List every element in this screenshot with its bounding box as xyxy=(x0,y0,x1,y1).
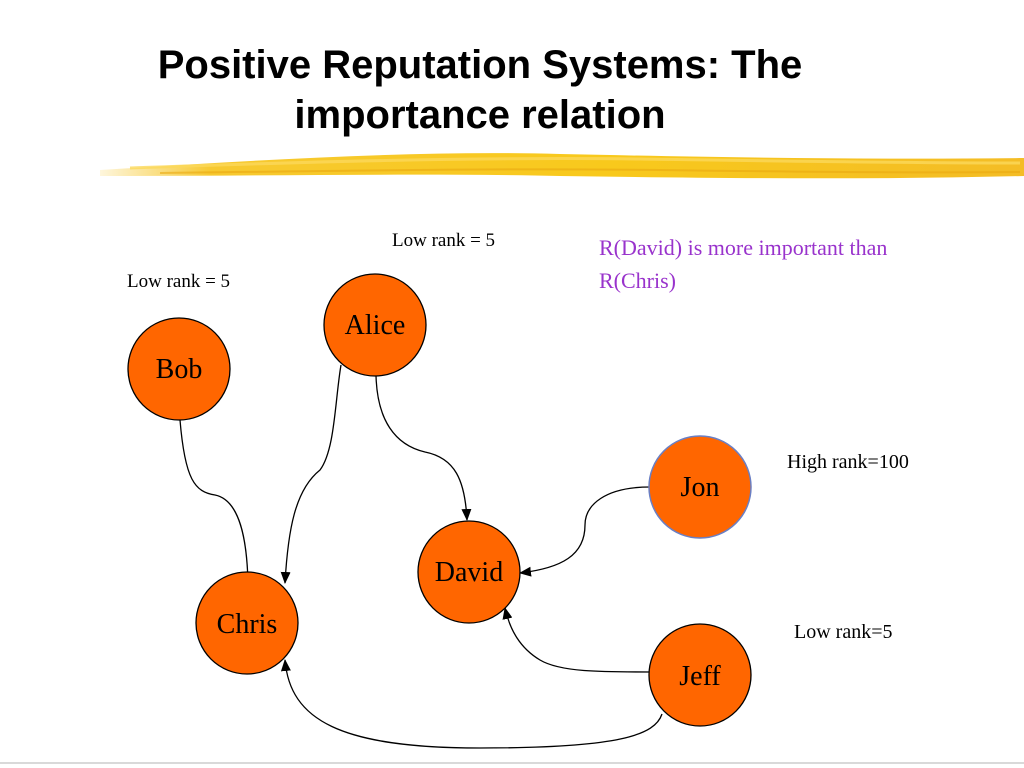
statement-line-2: R(Chris) xyxy=(599,268,676,293)
importance-statement: R(David) is more important than R(Chris) xyxy=(599,231,999,297)
edge-jeff-to-chris xyxy=(280,659,663,749)
highlighter-underline xyxy=(100,153,1024,179)
node-alice: Alice xyxy=(323,273,427,377)
node-label-alice: Alice xyxy=(345,310,406,341)
slide-title: Positive Reputation Systems: The importa… xyxy=(0,40,960,140)
edge-jeff-to-david xyxy=(502,607,653,673)
annotation-jeff-rank: Low rank=5 xyxy=(794,621,893,643)
annotation-jon-rank: High rank=100 xyxy=(787,451,909,473)
annotation-alice-rank: Low rank = 5 xyxy=(392,230,496,251)
nodes: Bob Alice Jon David Chris Jeff xyxy=(127,273,752,727)
statement-line-1: R(David) is more important than xyxy=(599,235,888,260)
node-label-bob: Bob xyxy=(156,354,203,385)
footer-divider xyxy=(0,762,1024,764)
node-jon: Jon xyxy=(648,435,752,539)
node-jeff: Jeff xyxy=(648,623,752,727)
node-bob: Bob xyxy=(127,317,231,421)
node-label-chris: Chris xyxy=(217,609,278,640)
title-line-2: importance relation xyxy=(294,93,666,137)
node-chris: Chris xyxy=(195,571,299,675)
node-label-jeff: Jeff xyxy=(679,661,721,692)
annotation-bob-rank: Low rank = 5 xyxy=(127,271,231,292)
node-label-david: David xyxy=(435,557,503,588)
node-label-jon: Jon xyxy=(681,472,720,503)
edge-alice-to-david xyxy=(375,374,472,521)
edges xyxy=(179,364,663,749)
edge-jon-to-david xyxy=(519,486,651,577)
title-line-1: Positive Reputation Systems: The xyxy=(157,43,803,87)
edge-alice-to-chris xyxy=(280,364,342,584)
node-david: David xyxy=(417,520,521,624)
edge-bob-to-chris xyxy=(179,419,253,584)
